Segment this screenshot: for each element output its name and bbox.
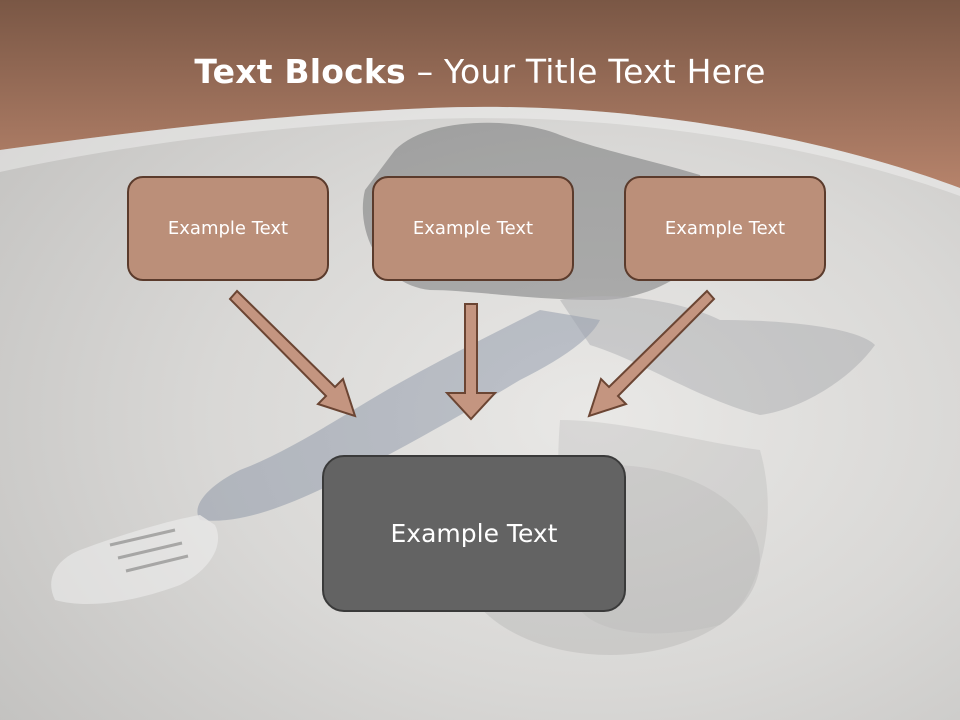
- slide-title: Text Blocks – Your Title Text Here: [0, 52, 960, 91]
- text-block-label: Example Text: [167, 218, 289, 239]
- text-block-right[interactable]: Example Text: [624, 176, 826, 281]
- flow-arrows: [228, 289, 716, 421]
- title-bold-part: Text Blocks: [194, 52, 406, 91]
- header-band: [0, 0, 960, 188]
- title-dash: –: [405, 52, 444, 91]
- text-block-center[interactable]: Example Text: [372, 176, 574, 281]
- title-rest-part: Your Title Text Here: [443, 52, 766, 91]
- arrow-left-diagonal: [228, 289, 357, 418]
- text-block-label: Example Text: [412, 218, 534, 239]
- header-highlight: [0, 106, 960, 196]
- result-text-block[interactable]: Example Text: [322, 455, 626, 612]
- text-block-label: Example Text: [664, 218, 786, 239]
- result-block-label: Example Text: [390, 519, 558, 548]
- arrow-center-down: [444, 303, 498, 421]
- arrow-right-diagonal: [587, 289, 716, 418]
- text-block-left[interactable]: Example Text: [127, 176, 329, 281]
